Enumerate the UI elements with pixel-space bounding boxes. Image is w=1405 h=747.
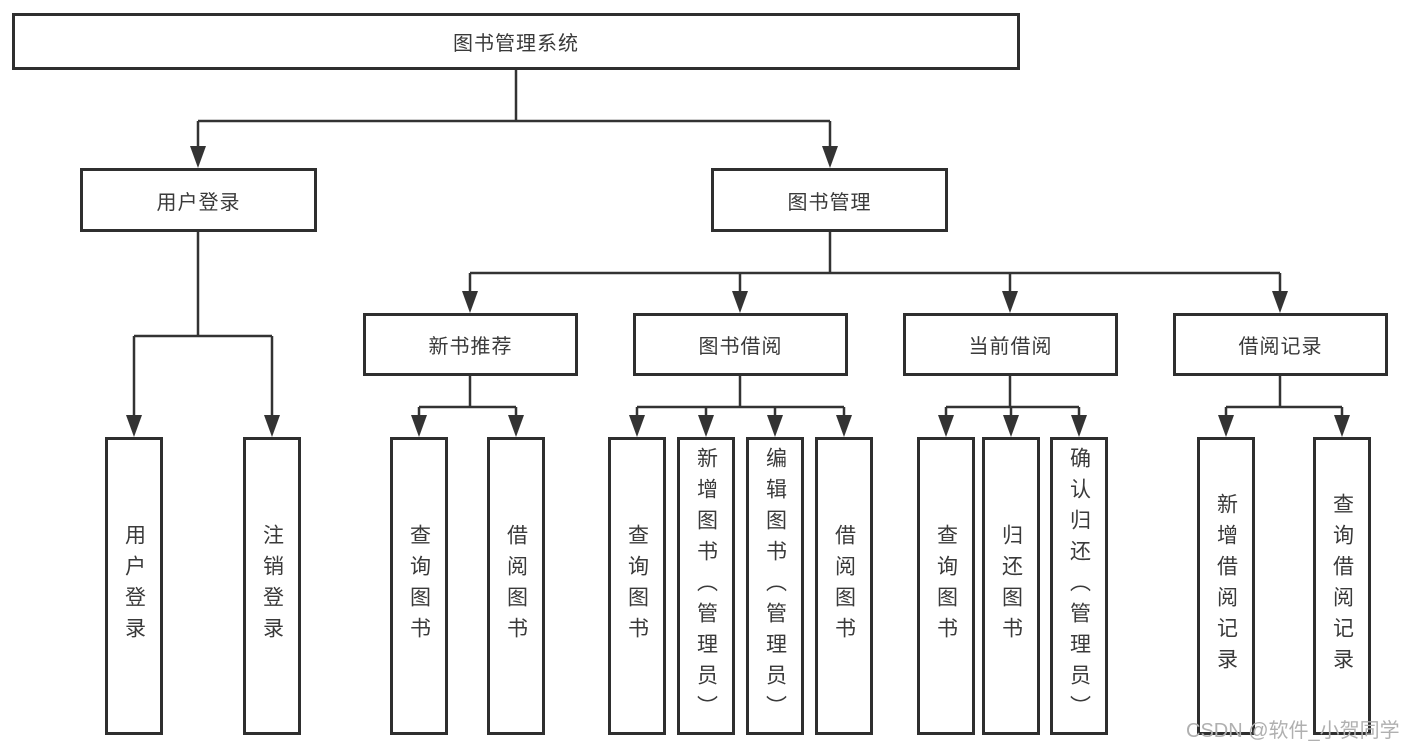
- leaf-current-query-books: 查询图书: [917, 437, 975, 735]
- node-user-login: 用户登录: [80, 168, 317, 232]
- leaf-query-borrow-record: 查询借阅记录: [1313, 437, 1371, 735]
- node-label: 借阅图书: [832, 524, 856, 648]
- arrowhead: [822, 146, 838, 168]
- leaf-add-borrow-record: 新增借阅记录: [1197, 437, 1255, 735]
- node-book-borrowing: 图书借阅: [633, 313, 848, 376]
- leaf-return-books: 归还图书: [982, 437, 1040, 735]
- arrowhead: [126, 415, 142, 437]
- node-current-borrowing: 当前借阅: [903, 313, 1118, 376]
- leaf-logout-login: 注销登录: [243, 437, 301, 735]
- arrowhead: [508, 415, 524, 437]
- arrowhead: [190, 146, 206, 168]
- node-label: 图书管理系统: [453, 33, 579, 55]
- arrowhead: [411, 415, 427, 437]
- node-new-book-recommendation: 新书推荐: [363, 313, 578, 376]
- connector-line: [196, 70, 832, 150]
- node-label: 借阅记录: [1238, 336, 1323, 358]
- node-label: 编辑图书（管理员）: [763, 446, 787, 726]
- arrowhead: [767, 415, 783, 437]
- arrowhead: [938, 415, 954, 437]
- node-label: 图书管理: [787, 191, 872, 214]
- arrowhead: [1002, 291, 1018, 313]
- connector-line-group: [132, 70, 1344, 420]
- connector-line: [635, 376, 846, 420]
- node-label: 新书推荐: [428, 336, 513, 358]
- node-label: 查询图书: [625, 524, 649, 648]
- connector-line: [132, 232, 274, 420]
- node-label: 确认归还（管理员）: [1067, 446, 1091, 726]
- leaf-confirm-return-admin: 确认归还（管理员）: [1050, 437, 1108, 735]
- arrowhead: [1272, 291, 1288, 313]
- node-book-management: 图书管理: [711, 168, 948, 232]
- arrowhead: [629, 415, 645, 437]
- node-label: 查询借阅记录: [1330, 493, 1354, 679]
- node-label: 归还图书: [999, 524, 1023, 648]
- leaf-borrowing-query-books: 查询图书: [608, 437, 666, 735]
- arrowhead: [698, 415, 714, 437]
- leaf-user-login: 用户登录: [105, 437, 163, 735]
- connector-line: [1224, 376, 1344, 420]
- node-label: 用户登录: [122, 524, 146, 648]
- arrowhead-group: [126, 146, 1350, 437]
- node-label: 查询图书: [934, 524, 958, 648]
- arrowhead: [264, 415, 280, 437]
- node-label: 图书借阅: [698, 336, 783, 358]
- arrowhead: [1071, 415, 1087, 437]
- node-label: 注销登录: [260, 524, 284, 648]
- arrowhead: [836, 415, 852, 437]
- connector-line: [944, 376, 1081, 420]
- node-label: 新增借阅记录: [1214, 493, 1238, 679]
- arrowhead: [1218, 415, 1234, 437]
- node-label: 借阅图书: [504, 524, 528, 648]
- arrowhead: [1334, 415, 1350, 437]
- arrowhead: [732, 291, 748, 313]
- watermark-text: CSDN @软件_小贺同学: [1186, 720, 1400, 742]
- leaf-add-books-admin: 新增图书（管理员）: [677, 437, 735, 735]
- connector-line: [468, 232, 1282, 296]
- leaf-recommend-borrow-books: 借阅图书: [487, 437, 545, 735]
- node-label: 当前借阅: [968, 336, 1053, 358]
- node-label: 用户登录: [156, 191, 241, 214]
- node-library-management-system: 图书管理系统: [12, 13, 1020, 70]
- arrowhead: [1003, 415, 1019, 437]
- node-label: 查询图书: [407, 524, 431, 648]
- leaf-edit-books-admin: 编辑图书（管理员）: [746, 437, 804, 735]
- leaf-recommend-query-books: 查询图书: [390, 437, 448, 735]
- connector-line: [417, 376, 518, 420]
- arrowhead: [462, 291, 478, 313]
- node-label: 新增图书（管理员）: [694, 446, 718, 726]
- node-borrowing-records: 借阅记录: [1173, 313, 1388, 376]
- leaf-borrowing-borrow-books: 借阅图书: [815, 437, 873, 735]
